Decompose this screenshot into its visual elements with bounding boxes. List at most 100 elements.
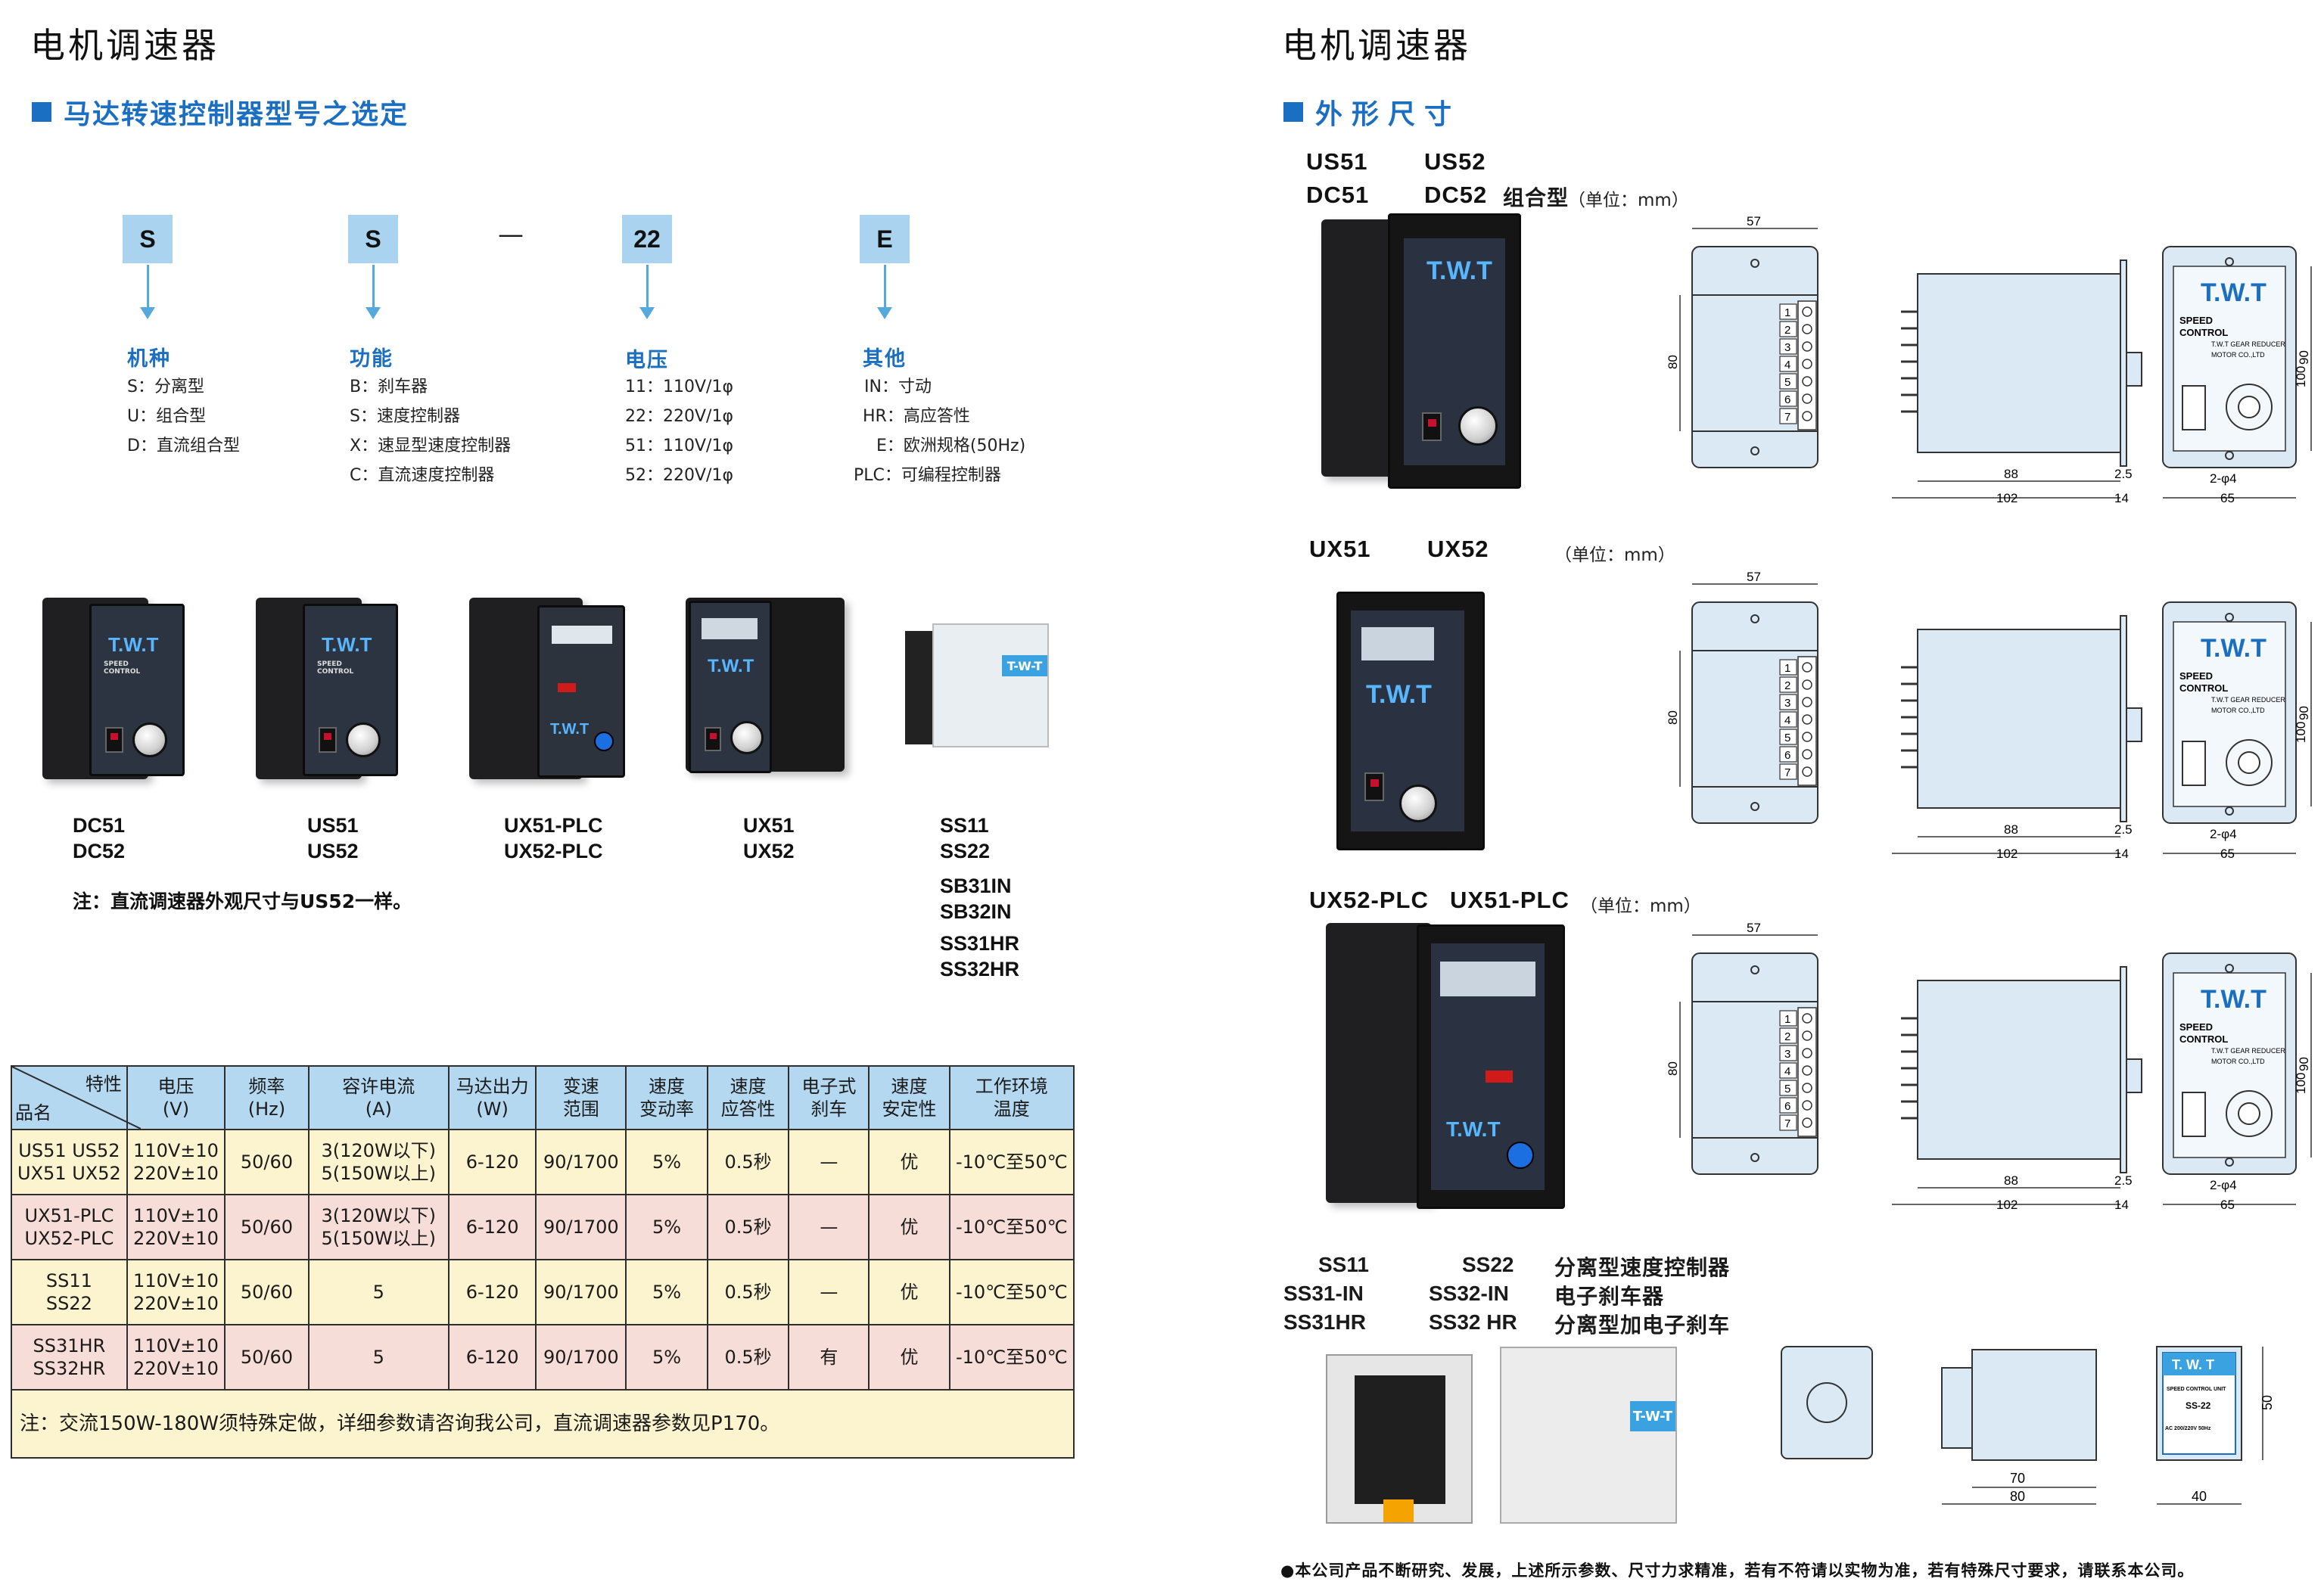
led-display [1361, 627, 1434, 660]
g2-unit: （单位：mm） [1554, 545, 1675, 565]
side-view-flange [2120, 259, 2127, 467]
dim-88: 88 [2004, 1173, 2018, 1188]
code-line: 22：220V/1φ [625, 407, 733, 426]
terminal-screw-icon [1802, 1083, 1812, 1093]
terminal-number: 6 [1784, 1100, 1790, 1113]
code-box-1: S [123, 215, 173, 263]
terminal-number: 7 [1784, 766, 1790, 779]
terminal-strip [1797, 656, 1817, 786]
g3-unit: （单位：mm） [1580, 896, 1701, 916]
terminal-number-box [1779, 303, 1797, 320]
code-box-4: E [860, 215, 910, 263]
terminal-number: 5 [1784, 376, 1790, 389]
ss-bottom-view [1781, 1346, 1873, 1459]
power-switch [1422, 412, 1442, 441]
code-head-4: 其他 [863, 347, 907, 371]
table-cell: -10℃至50℃ [948, 1324, 1075, 1391]
code-line: U：组合型 [127, 407, 207, 426]
table-cell: -10℃至50℃ [948, 1259, 1075, 1325]
caption-line: DC51 [73, 814, 126, 837]
code-line: S：速度控制器 [350, 407, 460, 426]
code-line: HR：高应答性 [863, 407, 970, 426]
g3-model-b: UX51-PLC [1450, 887, 1570, 913]
table-cell: 0.5秒 [706, 1129, 790, 1195]
front-speed: SPEED [2179, 315, 2213, 326]
code-arrow-4 [877, 265, 892, 319]
ss-front-model: SS-22 [2186, 1400, 2211, 1411]
terminal-screw-icon [1802, 662, 1812, 673]
table-header-row: 特性 品名 电压(V) 频率(Hz) 容许电流(A) 马达出力(W) 变速范围 … [11, 1065, 1075, 1130]
power-switch [105, 727, 123, 753]
dim-80: 80 [1666, 1061, 1680, 1076]
table-cell: 90/1700 [535, 1324, 627, 1391]
side-view-flange [2120, 615, 2127, 822]
g4-r2c: 电子刹车器 [1554, 1284, 1665, 1309]
terminal-screw-icon [1802, 1048, 1812, 1058]
dim-90: 90 [2297, 706, 2311, 720]
dim-100: 100 [2294, 722, 2308, 743]
left-section-heading: 马达转速控制器型号之选定 [32, 92, 409, 132]
table-footnote: 注：交流150W-180W须特殊定做，详细参数请咨询我公司，直流调速器参数见P1… [11, 1389, 1075, 1459]
speed-knob [730, 721, 764, 754]
terminal-number-box [1779, 321, 1797, 337]
g2-model-a: UX51 [1309, 536, 1371, 562]
terminal-screw-icon [1802, 1100, 1812, 1111]
terminal-number: 7 [1784, 1117, 1790, 1130]
dim-hole: 2-φ4 [2210, 471, 2237, 486]
code-line: IN：寸动 [864, 378, 932, 396]
front-dial-icon [2226, 1090, 2273, 1137]
g2-model-b: UX52 [1427, 536, 1489, 562]
terminal-view-block [1691, 294, 1818, 432]
caption-line: SS11 [940, 814, 989, 837]
corner-bottom-label: 品名 [15, 1102, 51, 1123]
table-cell: 优 [868, 1324, 950, 1391]
caption-us: US51 US52 [307, 813, 359, 864]
brand-logo: T.W.T [550, 721, 590, 738]
side-view-knob [2126, 1058, 2142, 1093]
terminal-number: 7 [1784, 411, 1790, 424]
table-cell: 3(120W以下)5(150W以上) [307, 1194, 450, 1260]
terminal-number-box [1779, 694, 1797, 710]
dim-57: 57 [1747, 216, 1761, 228]
terminal-view-block [1691, 650, 1818, 788]
terminal-number: 4 [1784, 359, 1790, 371]
terminal-number-box [1779, 390, 1797, 407]
led-display [552, 626, 612, 644]
front-gear: T.W.T GEAR REDUCER [2211, 340, 2285, 348]
dim-drawing-ss: 70 80 T. W. T SPEED CONTROL UNIT SS-22 A… [1781, 1346, 2275, 1505]
code-dash: — [498, 219, 524, 250]
code-line: PLC：可编程控制器 [854, 466, 1001, 485]
terminal-number-box [1779, 373, 1797, 390]
code-box-3: 22 [622, 215, 672, 263]
front-switch-icon [2182, 1092, 2206, 1137]
front-knob-icon [2238, 396, 2260, 418]
caption-ss: SS11 SS22 SB31IN SB32IN SS31HR SS32HR [940, 813, 1019, 982]
table-cell: 0.5秒 [706, 1324, 790, 1391]
ss-front-unit: SPEED CONTROL UNIT [2167, 1387, 2226, 1392]
terminal-view-block [1691, 1001, 1818, 1139]
table-cell: 90/1700 [535, 1129, 627, 1195]
terminal-screw-icon [1802, 306, 1812, 317]
code-line: C：直流速度控制器 [350, 466, 495, 485]
front-switch-icon [2182, 741, 2206, 786]
caption-line: SS31HR [940, 932, 1020, 955]
terminal-number: 2 [1784, 1030, 1790, 1043]
face-panel: T.W.T [1404, 238, 1505, 465]
terminal-number-box [1779, 763, 1797, 780]
front-knob-icon [2238, 1102, 2260, 1125]
section-square-icon [1283, 102, 1303, 122]
mount-hole-icon [2225, 964, 2234, 973]
terminal-number-box [1779, 1027, 1797, 1044]
product-photo-plc: T.W.T [469, 598, 625, 779]
side-view-body [1917, 273, 2121, 453]
table-header-cell: 工作环境温度 [948, 1065, 1075, 1130]
g4-r2b: SS32-IN [1429, 1282, 1509, 1305]
dim-14: 14 [2114, 847, 2129, 859]
terminal-number: 1 [1784, 662, 1790, 675]
caption-line: SB31IN [940, 875, 1012, 897]
table-cell: 优 [868, 1194, 950, 1260]
